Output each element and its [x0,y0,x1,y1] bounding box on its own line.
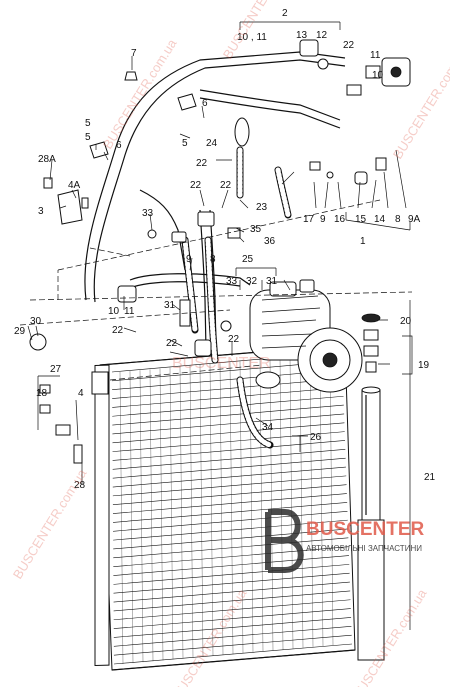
label-10: 10 [108,306,120,317]
label-21: 21 [424,472,436,483]
ac-compressor [249,279,363,393]
label-31: 31 [266,276,278,287]
label-23: 23 [256,202,268,213]
label-35: 35 [250,224,262,235]
label-33: 33 [142,208,154,219]
label-3: 3 [38,206,44,217]
label-19: 19 [418,360,430,371]
fittings [29,39,387,464]
condenser [94,344,356,671]
label-5: 5 [85,118,91,129]
logo-title: BUSCENTER [306,519,425,540]
label-30: 30 [30,316,42,327]
label-22: 22 [166,338,178,349]
label-11: 11 [370,50,381,61]
label-13: 13 [296,30,308,41]
label-33: 33 [226,276,238,287]
leader-lines [27,21,413,630]
label-22: 22 [343,40,355,51]
watermark-brand-text: BUSCENTER.com.ua [100,36,180,152]
label-34: 34 [262,422,274,433]
label-14: 14 [374,214,386,225]
label-8: 8 [395,214,401,225]
expansion-valve [365,57,411,87]
label-10-11-top: 10 , 11 [237,32,267,43]
buscenter-logo: BUSCENTER АВТОМОБІЛЬНІ ЗАПЧАСТИНИ [265,509,425,573]
receiver-dryer [357,313,385,661]
label-15: 15 [355,214,367,225]
watermark-center-text: BUSCENTER [172,355,271,372]
logo-subtitle: АВТОМОБІЛЬНІ ЗАПЧАСТИНИ [306,544,422,553]
watermark-brand-text: BUSCENTER.com.ua [10,466,90,582]
label-1: 1 [360,236,366,247]
label-6: 6 [202,98,208,109]
label-2: 2 [282,8,288,19]
dashed-guides [19,199,413,381]
label-18: 18 [36,388,48,399]
label-17: 17 [303,214,315,225]
part-labels: 2 10 , 11 13 12 22 11 7 10 6 5 5 6 5 22 … [14,8,436,491]
label-6: 6 [116,140,122,151]
label-28: 28 [74,480,86,491]
label-4a: 4A [68,180,81,191]
label-24: 24 [206,138,218,149]
label-29: 29 [14,326,26,337]
label-20: 20 [400,316,412,327]
label-26: 26 [310,432,322,443]
label-9: 9 [186,254,192,265]
label-22: 22 [112,325,124,336]
label-11: 11 [124,306,135,317]
label-32: 32 [246,276,258,287]
label-16: 16 [334,214,346,225]
label-7: 7 [131,48,137,59]
label-25: 25 [242,254,254,265]
label-22: 22 [190,180,202,191]
watermark-brand-text: BUSCENTER.com.ua [220,0,300,62]
label-31: 31 [164,300,176,311]
flexible-hoses [181,146,292,449]
label-10: 10 [372,70,384,81]
label-12: 12 [316,30,328,41]
label-5: 5 [85,132,91,143]
logo-b-mark [265,509,304,573]
label-9a: 9A [408,214,421,225]
label-9: 9 [320,214,326,225]
label-4: 4 [78,388,84,399]
label-8: 8 [210,254,216,265]
label-27: 27 [50,364,62,375]
label-22: 22 [228,334,240,345]
condenser-fins [111,351,353,665]
label-28a: 28A [38,154,56,165]
label-22: 22 [196,158,208,169]
label-36: 36 [264,236,276,247]
label-5: 5 [182,138,188,149]
label-22: 22 [220,180,232,191]
